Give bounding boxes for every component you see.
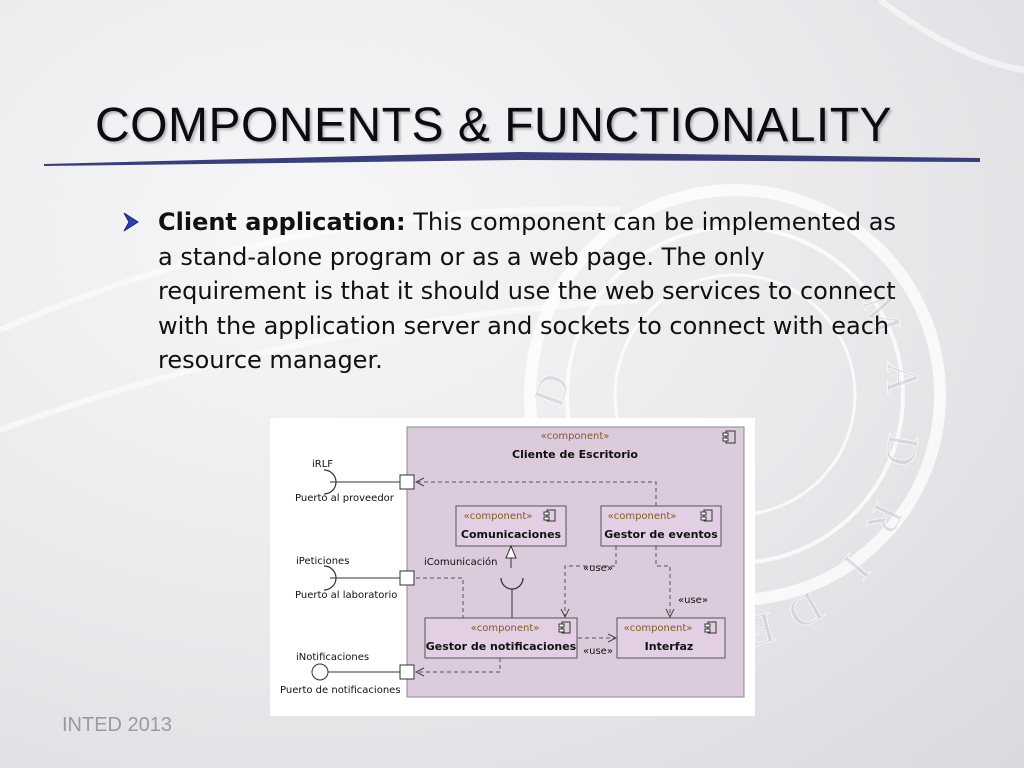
bullet-term: Client application: — [158, 208, 406, 236]
seal-letter: A — [878, 362, 927, 394]
use-label: «use» — [678, 595, 708, 606]
required-interface-socket-icon — [323, 469, 337, 495]
component-name: Gestor de notificaciones — [426, 640, 577, 653]
port-proveedor: iRLF Puerto al proveedor — [295, 459, 415, 504]
component-icon — [700, 509, 713, 522]
interface-icomunicacion: iComunicación — [424, 544, 524, 618]
interface-label: iComunicación — [424, 556, 497, 568]
component-name: Interfaz — [645, 640, 694, 653]
component-stereotype: «component» — [624, 623, 693, 634]
component-name: Gestor de eventos — [604, 528, 718, 541]
use-label: «use» — [583, 646, 613, 657]
interface-label: iPeticiones — [296, 556, 349, 567]
use-dependency-eventos-interfaz — [655, 546, 670, 617]
port-laboratorio: iPeticiones Puerto al laboratorio — [295, 556, 415, 601]
component-gestor-eventos: «component» Gestor de eventos — [600, 505, 722, 547]
component-stereotype: «component» — [608, 511, 677, 522]
port-label: Puerto al proveedor — [295, 493, 395, 504]
component-icon — [558, 621, 571, 634]
port-notificaciones: iNotificaciones Puerto de notificaciones — [280, 652, 415, 696]
component-icon — [704, 621, 717, 634]
interface-label: iNotificaciones — [296, 652, 369, 663]
provided-interface-lollipop-icon — [311, 663, 329, 681]
bullet-text: Client application: This component can b… — [158, 205, 918, 378]
interface-label: iRLF — [312, 459, 333, 470]
component-name: Comunicaciones — [461, 528, 562, 541]
dependency-eventos-to-proveedor — [416, 482, 657, 506]
port-label: Puerto al laboratorio — [295, 590, 397, 601]
component-diagram: «component» Cliente de Escritorio «compo… — [270, 418, 755, 716]
bullet-arrow-icon — [123, 212, 139, 232]
slide-title: COMPONENTS & FUNCTIONALITY — [95, 99, 893, 152]
component-stereotype: «component» — [464, 511, 533, 522]
use-label: «use» — [583, 563, 613, 574]
port-label: Puerto de notificaciones — [280, 685, 401, 696]
title-underline — [44, 152, 980, 166]
outer-stereotype: «component» — [541, 431, 610, 442]
component-icon — [543, 509, 556, 522]
dependency-laboratorio-to-notificaciones — [416, 577, 464, 618]
component-interfaz: «component» Interfaz — [616, 617, 726, 659]
component-stereotype: «component» — [471, 623, 540, 634]
dependency-notificaciones-to-port — [416, 658, 501, 672]
outer-component-name: Cliente de Escritorio — [512, 448, 638, 461]
component-gestor-notificaciones: «component» Gestor de notificaciones — [424, 617, 578, 659]
required-interface-socket-icon — [323, 565, 337, 591]
footer-conference: INTED 2013 — [62, 714, 173, 736]
bullet-body: This component can be implemented as a s… — [158, 208, 896, 374]
component-icon — [722, 430, 736, 444]
use-dependency-eventos-notificaciones — [565, 546, 617, 617]
component-comunicaciones: «component» Comunicaciones — [455, 505, 567, 547]
seal-letter: D — [875, 430, 929, 470]
